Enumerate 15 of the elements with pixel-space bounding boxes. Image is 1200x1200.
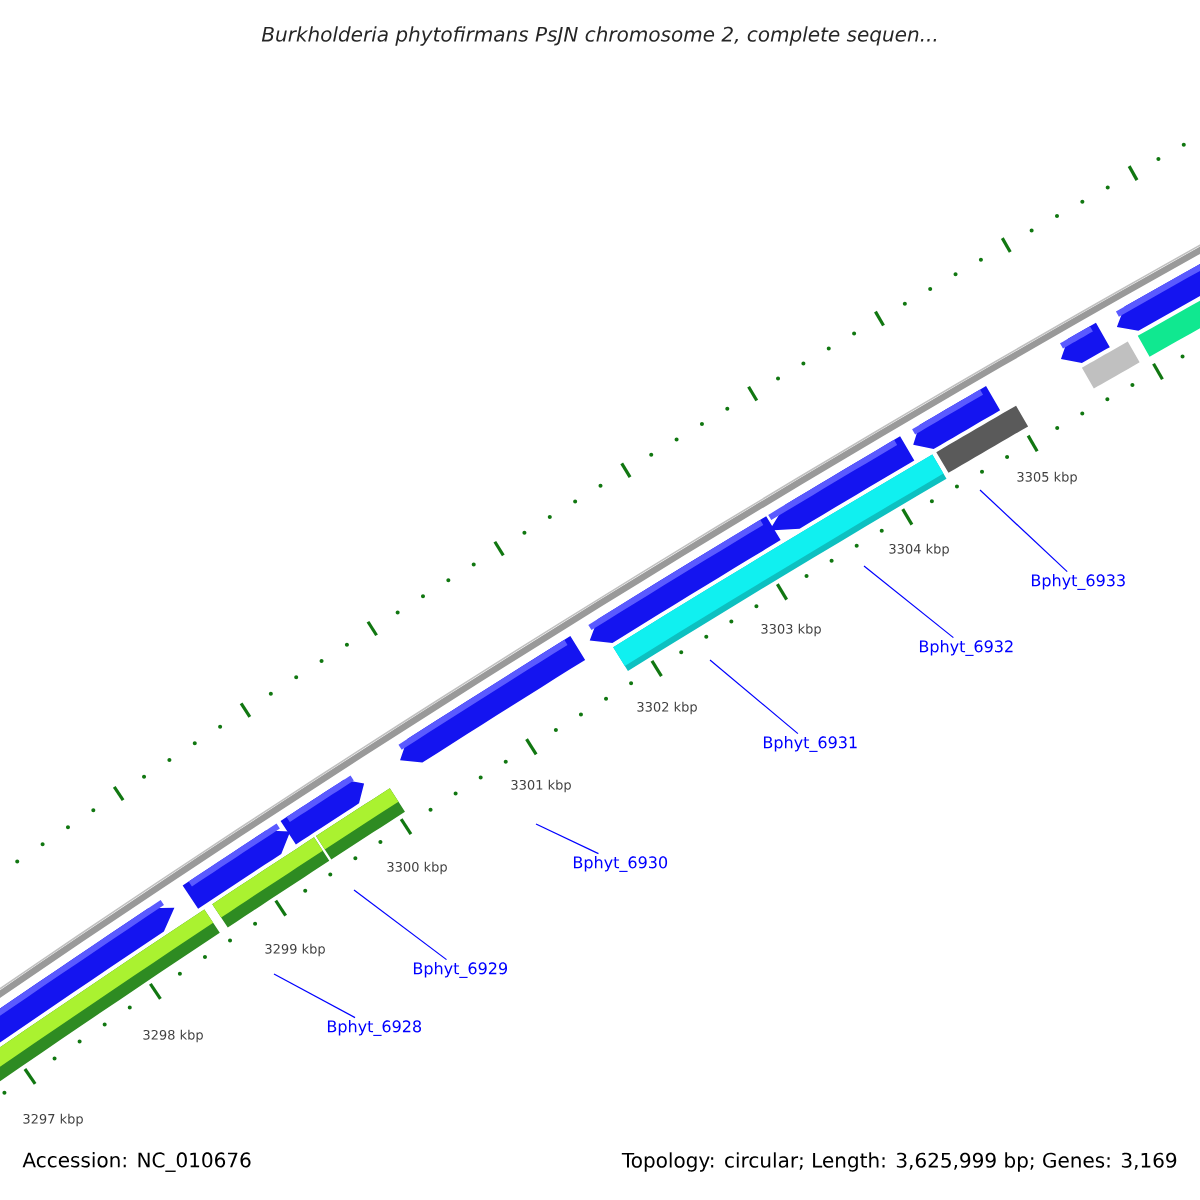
leader-line — [535, 823, 600, 855]
title: Burkholderia phytofirmans PsJN chromosome 2, complete sequen... — [261, 26, 937, 46]
leader-line — [353, 889, 448, 961]
gene-label: Bphyt_6933 — [1032, 574, 1125, 590]
leader-line — [273, 973, 356, 1019]
leader-line — [709, 659, 799, 735]
accession-label: Accession: NC_010676 — [22, 1152, 251, 1172]
gene-label: Bphyt_6932 — [920, 640, 1013, 656]
gene-label: Bphyt_6930 — [573, 856, 668, 872]
gene-label: Bphyt_6929 — [413, 962, 507, 978]
gene-label: Bphyt_6928 — [327, 1020, 422, 1036]
leader-line — [979, 489, 1068, 573]
leader-line — [863, 565, 954, 639]
gene-label: Bphyt_6931 — [764, 736, 857, 752]
topology-label: Topology: circular; Length: 3,625,999 bp; Genes: 3,169 — [621, 1152, 1177, 1172]
